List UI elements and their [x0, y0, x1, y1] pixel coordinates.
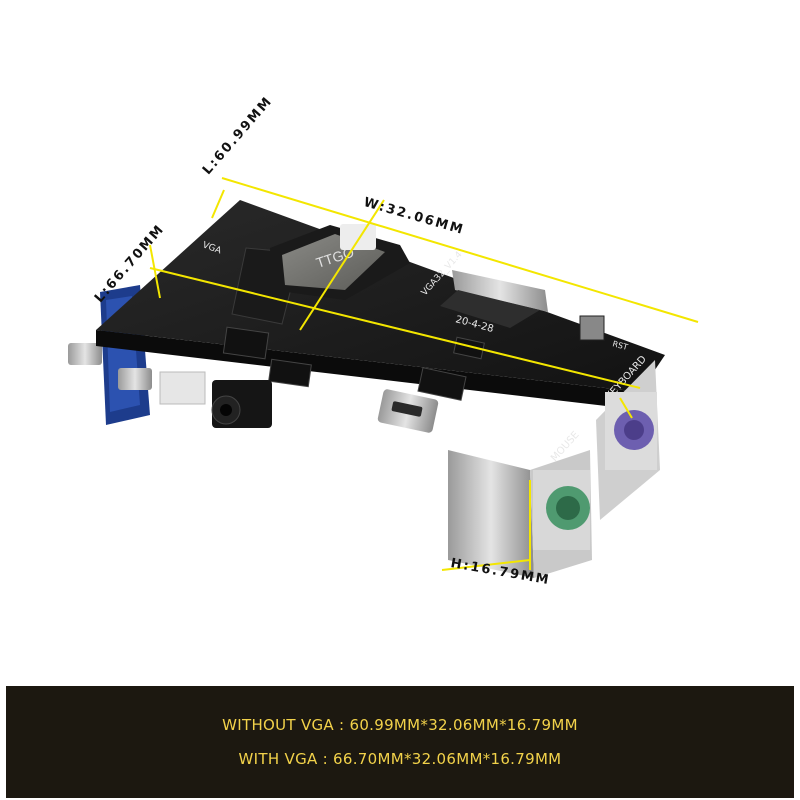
spec-without-vga: WITHOUT VGA : 60.99MM*32.06MM*16.79MM [222, 716, 578, 734]
rst-silkscreen: RST [611, 339, 628, 352]
spec-with-vga: WITH VGA : 66.70MM*32.06MM*16.79MM [238, 750, 562, 768]
audio-jack [211, 380, 272, 428]
sd-card-slot [440, 270, 548, 328]
spec-banner: WITHOUT VGA : 60.99MM*32.06MM*16.79MM WI… [6, 686, 794, 798]
board-illustration: TTGO VGA32_V1.4 20-4-28 VGA KEYBOARD MOU… [68, 177, 699, 578]
micro-usb [377, 389, 439, 433]
product-photo: TTGO VGA32_V1.4 20-4-28 VGA KEYBOARD MOU… [68, 94, 699, 588]
dimension-lines [149, 177, 699, 571]
ps2-mouse-port [448, 450, 592, 578]
ps2-keyboard-port [596, 360, 660, 520]
